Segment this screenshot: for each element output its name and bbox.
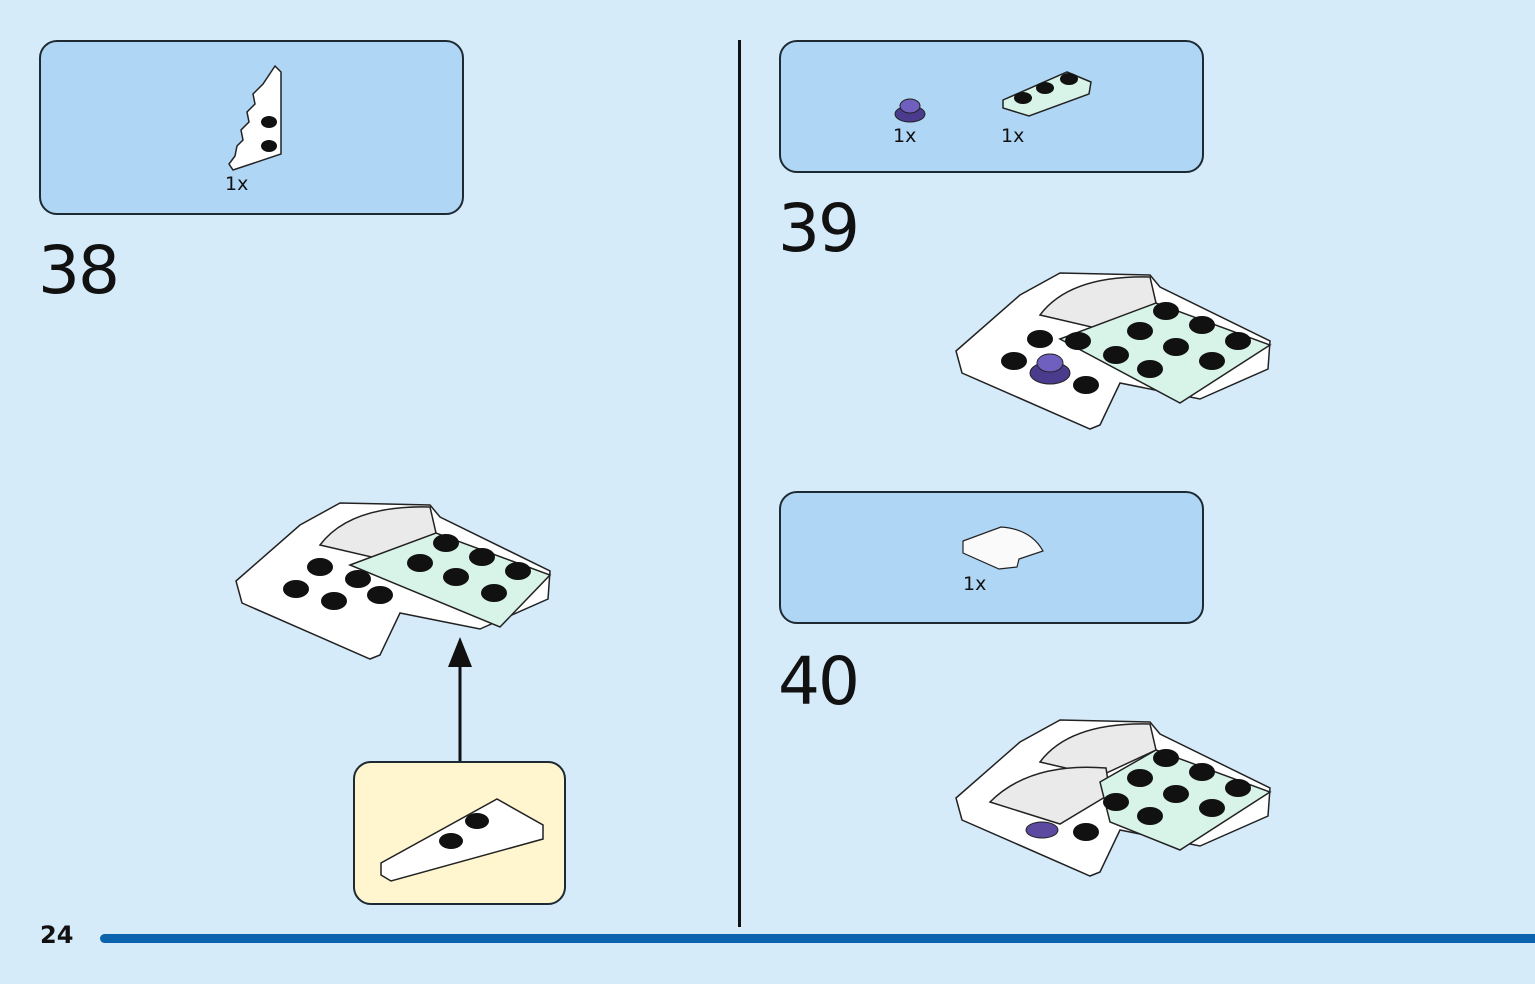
purple-round-plate-icon <box>894 98 926 123</box>
white-wedge-plate-icon <box>228 64 282 171</box>
progress-bar <box>100 934 1535 943</box>
model-step-40 <box>955 719 1272 877</box>
part-qty: 1x <box>1001 125 1025 147</box>
parts-box-step-38: 1x <box>39 40 464 215</box>
mint-plate-1x3-icon <box>1002 71 1092 117</box>
part-qty: 1x <box>225 173 249 195</box>
column-divider <box>738 40 741 927</box>
arrow-up-icon <box>448 637 472 761</box>
white-curved-slope-icon <box>962 526 1044 570</box>
step-number-39: 39 <box>778 190 860 267</box>
white-wedge-plate-icon <box>380 798 544 882</box>
part-qty: 1x <box>893 125 917 147</box>
part-qty: 1x <box>963 573 987 595</box>
parts-box-step-39: 1x 1x <box>779 40 1204 173</box>
step-number-40: 40 <box>778 643 860 720</box>
parts-box-step-40: 1x <box>779 491 1204 624</box>
model-step-38 <box>235 502 552 660</box>
callout-box <box>353 761 566 905</box>
page-number: 24 <box>40 921 74 949</box>
model-step-39 <box>955 272 1272 430</box>
step-number-38: 38 <box>38 232 120 309</box>
